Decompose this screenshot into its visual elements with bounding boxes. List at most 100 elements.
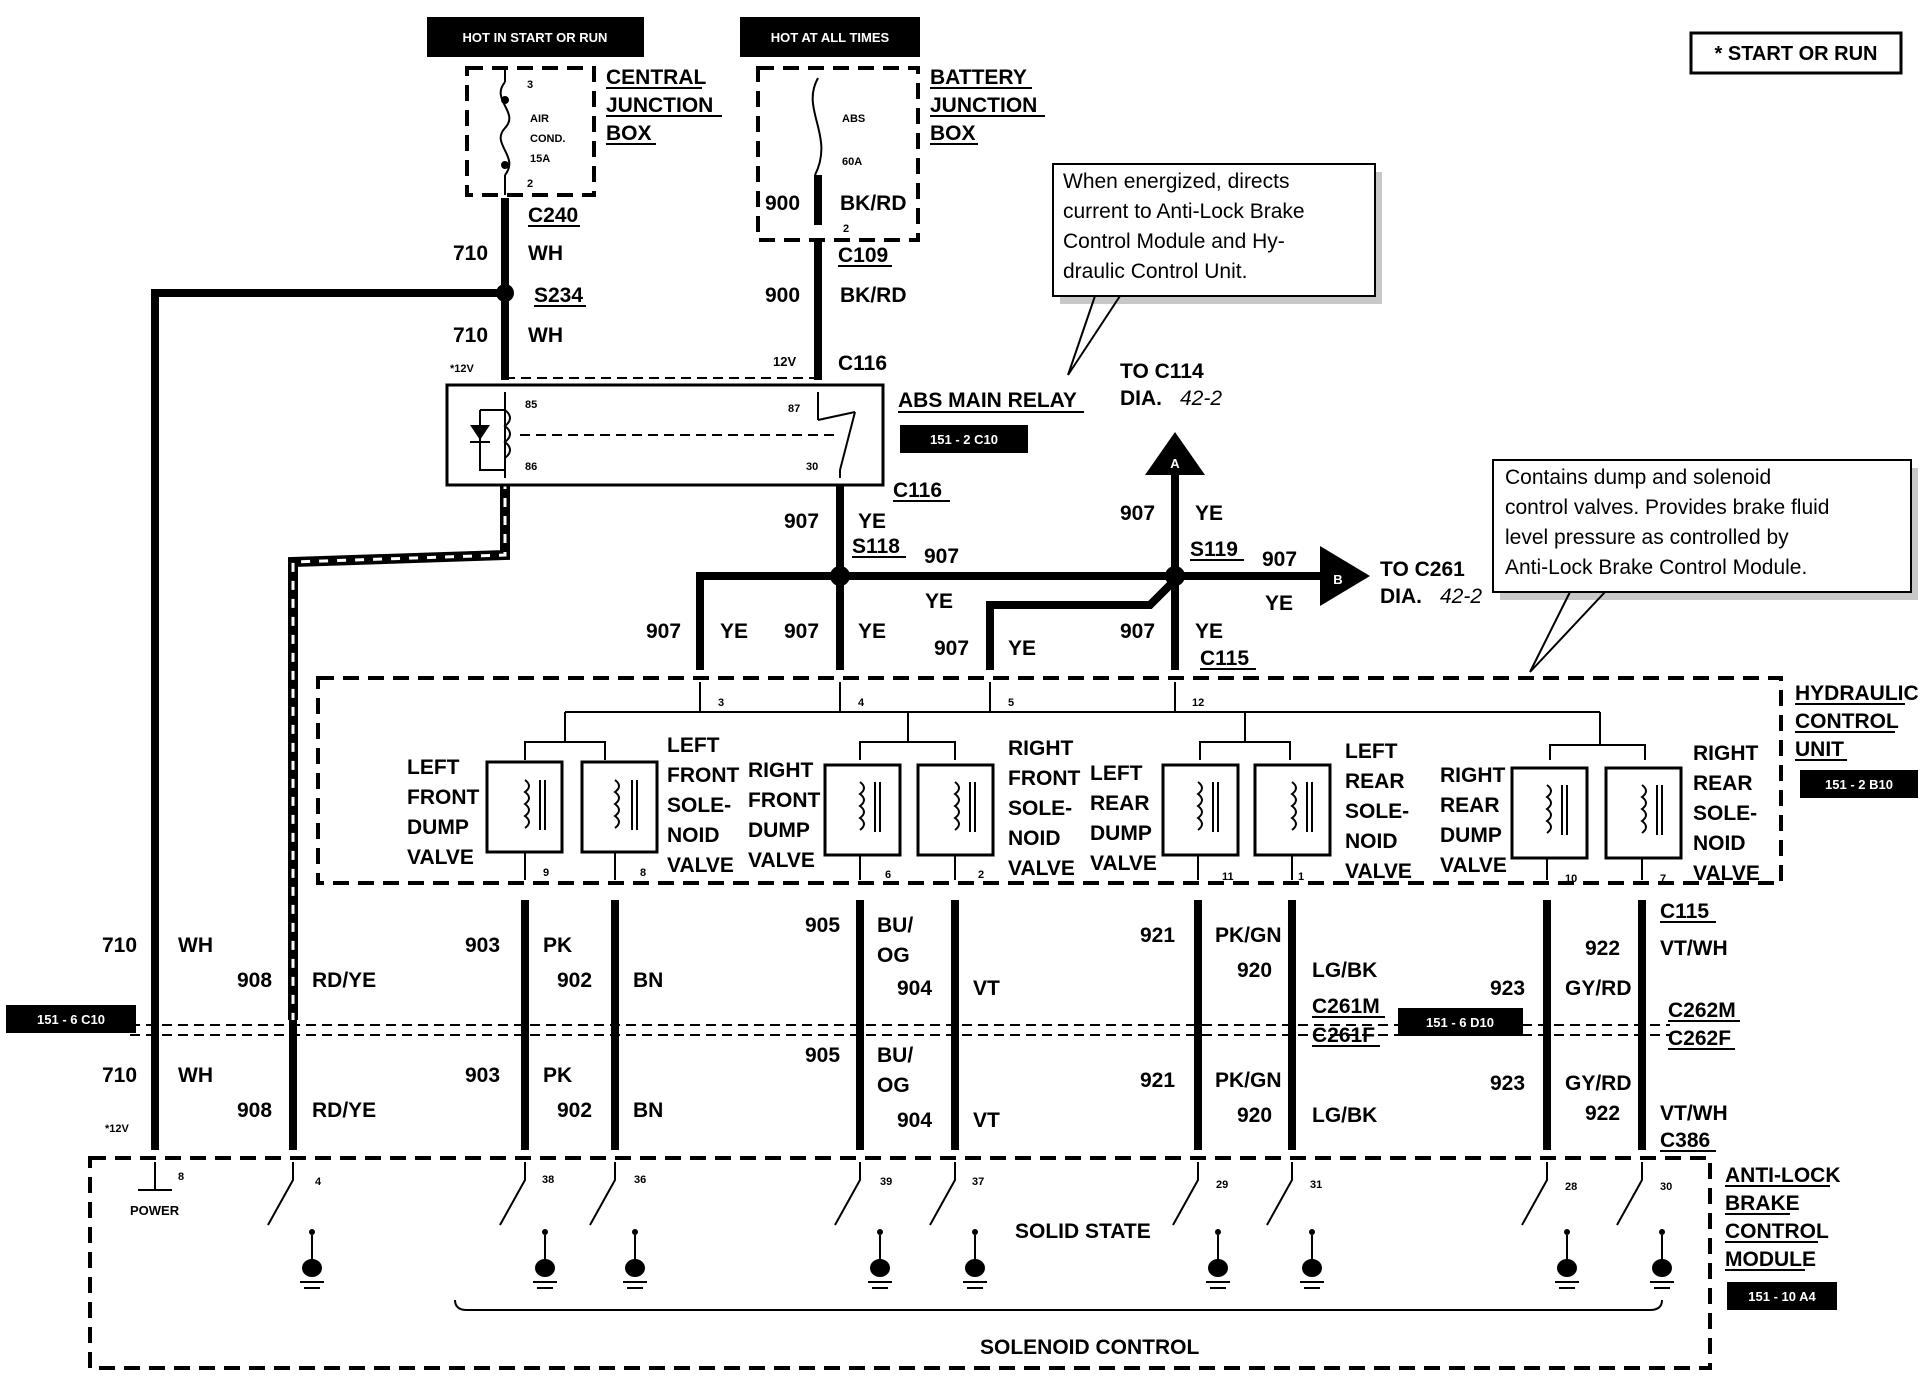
svg-text:2: 2 [527, 178, 533, 190]
svg-text:VALVE: VALVE [407, 846, 474, 869]
svg-text:BATTERY: BATTERY [930, 66, 1027, 89]
svg-text:YE: YE [858, 510, 886, 533]
svg-text:C262F: C262F [1668, 1027, 1731, 1050]
svg-text:60A: 60A [842, 156, 862, 168]
svg-text:30: 30 [1660, 1181, 1672, 1193]
svg-text:VALVE: VALVE [667, 854, 734, 877]
svg-text:920: 920 [1237, 959, 1272, 982]
svg-text:REAR: REAR [1345, 770, 1405, 793]
relay-callout: When energized, directs current to Anti-… [1052, 163, 1382, 376]
power-feed-wires [151, 198, 822, 1020]
svg-text:LG/BK: LG/BK [1312, 959, 1377, 982]
battery-junction-box: ABS 60A 900 BK/RD 2 BATTERY JUNCTION BOX [756, 66, 1045, 242]
svg-text:GY/RD: GY/RD [1565, 1072, 1632, 1095]
svg-text:BN: BN [633, 969, 663, 992]
svg-text:42-2: 42-2 [1180, 387, 1222, 410]
svg-text:900: 900 [765, 284, 800, 307]
svg-text:VALVE: VALVE [1440, 854, 1507, 877]
svg-text:OG: OG [877, 1074, 910, 1097]
svg-text:DUMP: DUMP [407, 816, 469, 839]
svg-text:28: 28 [1565, 1181, 1577, 1193]
svg-text:710: 710 [453, 324, 488, 347]
svg-text:B: B [1333, 572, 1342, 587]
lf-solenoid-valve-label: LEFT FRONT SOLE- NOID VALVE [667, 734, 739, 877]
svg-text:922: 922 [1585, 1102, 1620, 1125]
svg-text:900: 900 [765, 192, 800, 215]
svg-text:COND.: COND. [530, 133, 565, 145]
start-or-run-note: * START OR RUN [1689, 31, 1903, 75]
svg-text:42-2: 42-2 [1440, 585, 1482, 608]
svg-text:FRONT: FRONT [407, 786, 479, 809]
upper-labels: C240 710 WH S234 710 WH *12V C109 900 BK… [450, 204, 907, 379]
svg-text:S234: S234 [534, 284, 583, 307]
svg-text:C116: C116 [838, 352, 887, 375]
svg-text:RIGHT: RIGHT [1693, 742, 1759, 765]
svg-text:NOID: NOID [667, 824, 720, 847]
svg-text:AIR: AIR [530, 113, 549, 125]
lf-dump-valve-label: LEFT FRONT DUMP VALVE [407, 756, 479, 869]
svg-text:151 - 6 C10: 151 - 6 C10 [37, 1012, 105, 1027]
svg-text:SOLID STATE: SOLID STATE [1015, 1220, 1151, 1243]
svg-text:C115: C115 [1200, 647, 1249, 670]
svg-text:YE: YE [720, 620, 748, 643]
svg-text:12V: 12V [773, 354, 796, 369]
svg-text:SOLE-: SOLE- [1008, 797, 1072, 820]
svg-text:*12V: *12V [450, 363, 475, 375]
svg-text:2: 2 [843, 223, 849, 235]
right-front-valve-pair [823, 712, 995, 880]
svg-text:REAR: REAR [1693, 772, 1753, 795]
svg-text:BU/: BU/ [877, 914, 913, 937]
svg-text:12: 12 [1192, 697, 1204, 709]
svg-text:RIGHT: RIGHT [748, 759, 814, 782]
svg-text:JUNCTION: JUNCTION [606, 94, 713, 117]
svg-text:CONTROL: CONTROL [1725, 1220, 1829, 1243]
svg-text:C386: C386 [1660, 1129, 1710, 1152]
svg-text:VT: VT [973, 1109, 1000, 1132]
svg-text:YE: YE [1008, 637, 1036, 660]
svg-text:907: 907 [784, 510, 819, 533]
svg-text:907: 907 [1120, 502, 1155, 525]
svg-text:NOID: NOID [1345, 830, 1398, 853]
module-switches [267, 1162, 1674, 1289]
svg-text:VALVE: VALVE [1008, 857, 1075, 880]
svg-text:PK: PK [543, 934, 572, 957]
svg-text:TO C114: TO C114 [1120, 360, 1204, 383]
offpage-connector-a: A TO C114 DIA. 42-2 [1120, 360, 1222, 475]
svg-text:YE: YE [1195, 502, 1223, 525]
hot-start-run-tag: HOT IN START OR RUN [427, 17, 644, 57]
svg-text:SOLE-: SOLE- [667, 794, 731, 817]
svg-text:6: 6 [885, 869, 891, 881]
svg-text:When energized, directs: When energized, directs [1063, 170, 1289, 193]
svg-text:907: 907 [934, 637, 969, 660]
svg-text:710: 710 [453, 242, 488, 265]
svg-text:907: 907 [924, 545, 959, 568]
svg-text:4: 4 [315, 1176, 322, 1188]
svg-text:3: 3 [527, 79, 533, 91]
svg-text:LEFT: LEFT [667, 734, 720, 757]
svg-text:DUMP: DUMP [748, 819, 810, 842]
svg-text:85: 85 [525, 399, 537, 411]
svg-text:level pressure as controlled b: level pressure as controlled by [1505, 526, 1789, 549]
svg-text:4: 4 [858, 697, 865, 709]
svg-text:WH: WH [528, 242, 563, 265]
svg-text:TO C261: TO C261 [1380, 558, 1465, 581]
svg-text:RIGHT: RIGHT [1440, 764, 1506, 787]
svg-text:draulic Control Unit.: draulic Control Unit. [1063, 260, 1247, 283]
svg-text:908: 908 [237, 969, 272, 992]
svg-text:BOX: BOX [930, 122, 976, 145]
svg-text:VT/WH: VT/WH [1660, 937, 1728, 960]
svg-text:39: 39 [880, 1176, 892, 1188]
svg-text:922: 922 [1585, 937, 1620, 960]
svg-text:904: 904 [897, 1109, 932, 1132]
svg-text:C262M: C262M [1668, 999, 1736, 1022]
svg-text:REAR: REAR [1090, 792, 1150, 815]
svg-text:YE: YE [1265, 592, 1293, 615]
svg-text:3: 3 [718, 697, 724, 709]
svg-text:YE: YE [1195, 620, 1223, 643]
svg-text:BRAKE: BRAKE [1725, 1192, 1800, 1215]
svg-text:BK/RD: BK/RD [840, 192, 907, 215]
svg-text:87: 87 [788, 403, 800, 415]
svg-text:2: 2 [978, 869, 984, 881]
svg-text:923: 923 [1490, 977, 1525, 1000]
svg-text:WH: WH [178, 1064, 213, 1087]
